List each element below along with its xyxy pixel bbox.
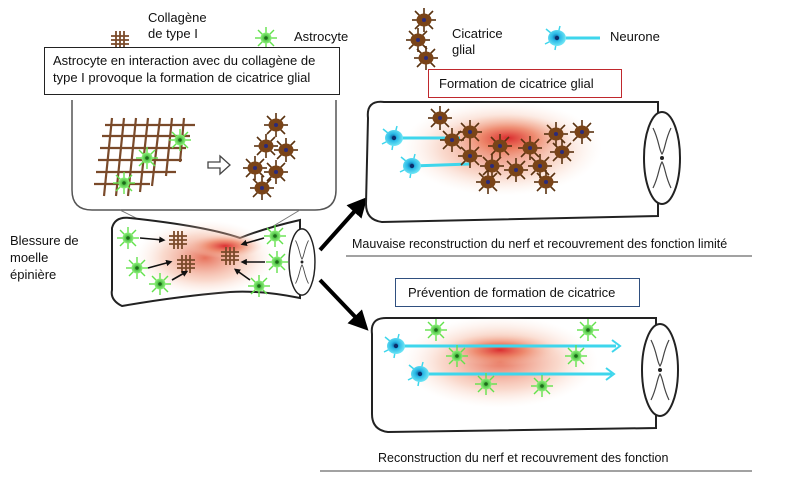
legend-collagen-label: Collagène de type I [148,10,207,42]
callout-box: Astrocyte en interaction avec du collagè… [44,47,340,95]
injury-label-line2: moelle [10,250,49,265]
legend-scar-label: Cicatrice glial [452,26,503,58]
legend-collagen-label-line2: de type I [148,26,198,41]
regenerating-axons [383,333,622,387]
scar-formation-box: Formation de cicatrice glial [428,69,622,98]
legend-neuron-icon [544,25,600,51]
prevention-box: Prévention de formation de cicatrice [395,278,640,307]
legend-astrocyte-label: Astrocyte [294,29,349,44]
legend-neuron-label: Neurone [610,29,660,44]
injury-label: Blessure de moelle épinière [10,232,79,283]
branch-arrow-top [318,197,368,252]
migration-arrows [139,236,265,281]
injury-label-line1: Blessure de [10,233,79,248]
callout-line2: type I provoque la formation de cicatric… [53,70,311,85]
legend-collagen-label-line1: Collagène [148,10,207,25]
bottom-outcome-caption: Reconstruction du nerf et recouvrement d… [378,451,669,465]
legend-astrocyte-icon [254,26,278,50]
callout-transition-arrow [207,154,231,176]
legend-scar-label-line1: Cicatrice [452,26,503,41]
callout-zoom-panel [71,100,337,211]
legend-scar-icon [405,7,439,71]
legend-scar-label-line2: glial [452,42,476,57]
injury-label-line3: épinière [10,267,57,282]
top-outcome-caption: Mauvaise reconstruction du nerf et recou… [352,237,728,251]
branch-arrow-bottom [318,278,369,331]
callout-line1: Astrocyte en interaction avec du collagè… [53,53,316,68]
